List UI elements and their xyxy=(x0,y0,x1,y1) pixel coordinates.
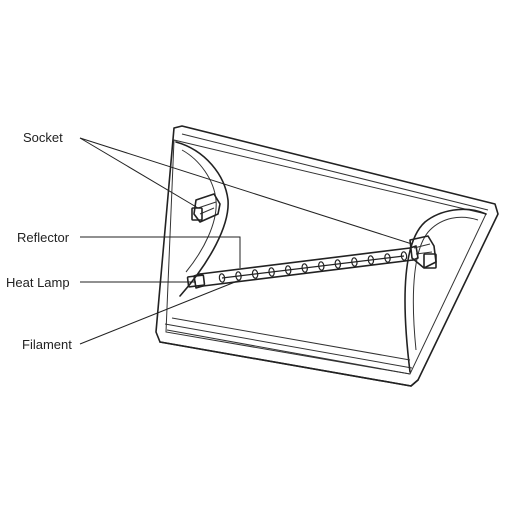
socket-left-body xyxy=(193,193,221,223)
housing-bottom-lip-inner xyxy=(164,323,413,369)
reflector-leader xyxy=(80,236,241,268)
label-reflector: Reflector xyxy=(17,230,70,245)
tube-end-cap-right xyxy=(409,245,419,261)
socket-left xyxy=(191,193,221,223)
filament-coil-loop xyxy=(284,265,292,275)
reflector-left-shell xyxy=(175,141,229,297)
filament-coil-loop xyxy=(367,255,375,265)
reflector-base xyxy=(171,317,411,361)
filament-coil-loop xyxy=(400,251,408,261)
tube-outline-top xyxy=(199,247,411,275)
socket-left-clip xyxy=(191,207,203,221)
housing-bottom-lip-inner-2 xyxy=(166,329,411,375)
tube-outline-bottom xyxy=(202,259,414,287)
filament-coil-loop xyxy=(384,253,391,263)
reflector-left-inner xyxy=(181,149,217,273)
filament-coil-loop xyxy=(251,269,259,279)
socket-leader-left xyxy=(79,137,199,209)
label-heat-lamp: Heat Lamp xyxy=(6,275,70,290)
filament-coil-loop xyxy=(301,263,308,273)
label-filament: Filament xyxy=(22,337,72,352)
socket-leader-right xyxy=(79,137,413,245)
reflector xyxy=(171,141,487,373)
heater-housing xyxy=(155,125,499,387)
housing-front-frame xyxy=(155,125,499,387)
filament xyxy=(218,251,408,283)
reflector-right-shell xyxy=(404,208,487,373)
filament-coil-loop xyxy=(351,257,358,267)
leader-lines xyxy=(79,137,413,345)
filament-coil-loop xyxy=(268,267,275,277)
housing-top-edge xyxy=(181,133,489,211)
label-socket: Socket xyxy=(23,130,63,145)
reflector-right-inner xyxy=(412,216,479,351)
filament-coil-loop xyxy=(318,261,325,271)
filament-leader xyxy=(79,279,241,345)
filament-coil-loop xyxy=(334,259,342,269)
housing-bottom-lip xyxy=(159,341,419,387)
socket-right-clip xyxy=(423,253,437,269)
filament-coil-loop xyxy=(218,273,226,283)
